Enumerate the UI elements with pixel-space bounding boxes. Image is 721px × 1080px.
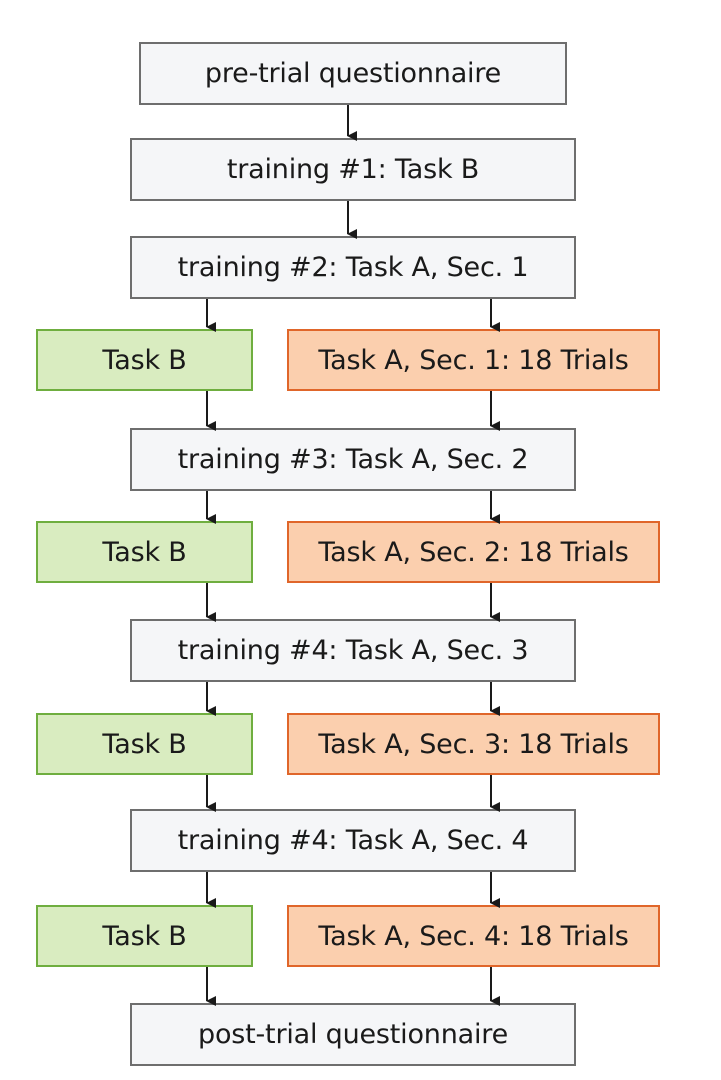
- task-b-box-3: Task B: [36, 713, 253, 775]
- pre-trial-questionnaire-box: pre-trial questionnaire: [139, 42, 567, 105]
- training-4-sec3-box: training #4: Task A, Sec. 3: [130, 619, 576, 682]
- task-b-box-2: Task B: [36, 521, 253, 583]
- task-b-box-4: Task B: [36, 905, 253, 967]
- training-4-sec4-box: training #4: Task A, Sec. 4: [130, 809, 576, 872]
- training-1-box: training #1: Task B: [130, 138, 576, 201]
- task-a-sec4-box: Task A, Sec. 4: 18 Trials: [287, 905, 660, 967]
- training-2-box: training #2: Task A, Sec. 1: [130, 236, 576, 299]
- task-a-sec1-box: Task A, Sec. 1: 18 Trials: [287, 329, 660, 391]
- post-trial-questionnaire-box: post-trial questionnaire: [130, 1003, 576, 1066]
- task-b-box-1: Task B: [36, 329, 253, 391]
- task-a-sec2-box: Task A, Sec. 2: 18 Trials: [287, 521, 660, 583]
- task-a-sec3-box: Task A, Sec. 3: 18 Trials: [287, 713, 660, 775]
- training-3-box: training #3: Task A, Sec. 2: [130, 428, 576, 491]
